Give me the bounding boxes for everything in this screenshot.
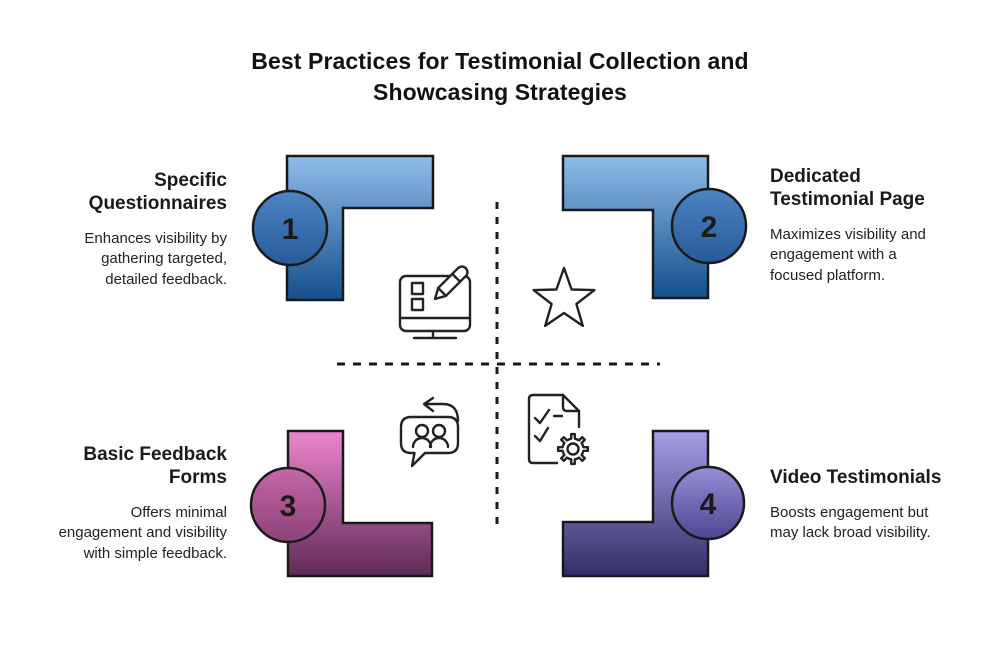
feedback-chat-icon (399, 396, 460, 468)
item-2-shape-group: 2 (561, 154, 748, 300)
item-2-shape (561, 154, 710, 300)
item-1-number: 1 (282, 213, 299, 246)
item-1-shape-group: 1 (251, 154, 435, 302)
item-4-number-badge (670, 465, 746, 541)
item-3-shape (286, 429, 434, 578)
star-icon (532, 266, 596, 328)
page-title: Best Practices for Testimonial Collectio… (251, 48, 749, 106)
item-3-label: Basic Feedback Forms Offers minimal enga… (0, 443, 227, 564)
item-2-number-badge (670, 187, 748, 265)
item-1-title: Specific Questionnaires (88, 170, 227, 215)
form-monitor-icon (398, 265, 472, 340)
document-gear-icon (527, 393, 590, 466)
item-1-label: Specific Questionnaires Enhances visibil… (7, 169, 227, 290)
item-2-label: Dedicated Testimonial Page Maximizes vis… (770, 165, 990, 286)
item-4-title: Video Testimonials (770, 467, 942, 488)
item-4-shape (561, 429, 710, 578)
item-3-number-badge (249, 466, 327, 544)
item-1-description: Enhances visibility by gathering targete… (84, 230, 227, 288)
item-1-number-badge (251, 189, 329, 267)
item-3-number: 3 (280, 490, 297, 523)
item-4-description: Boosts engagement but may lack broad vis… (770, 504, 931, 542)
item-2-title: Dedicated Testimonial Page (770, 166, 925, 211)
item-4-shape-group: 4 (561, 429, 746, 578)
item-2-description: Maximizes visibility and engagement with… (770, 226, 926, 284)
item-4-number: 4 (700, 488, 717, 521)
item-4-label: Video Testimonials Boosts engagement but… (770, 466, 1000, 543)
item-2-number: 2 (701, 211, 718, 244)
item-1-shape (285, 154, 435, 302)
item-3-shape-group: 3 (249, 429, 434, 578)
item-3-title: Basic Feedback Forms (83, 444, 227, 489)
item-3-description: Offers minimal engagement and visibility… (58, 504, 227, 562)
